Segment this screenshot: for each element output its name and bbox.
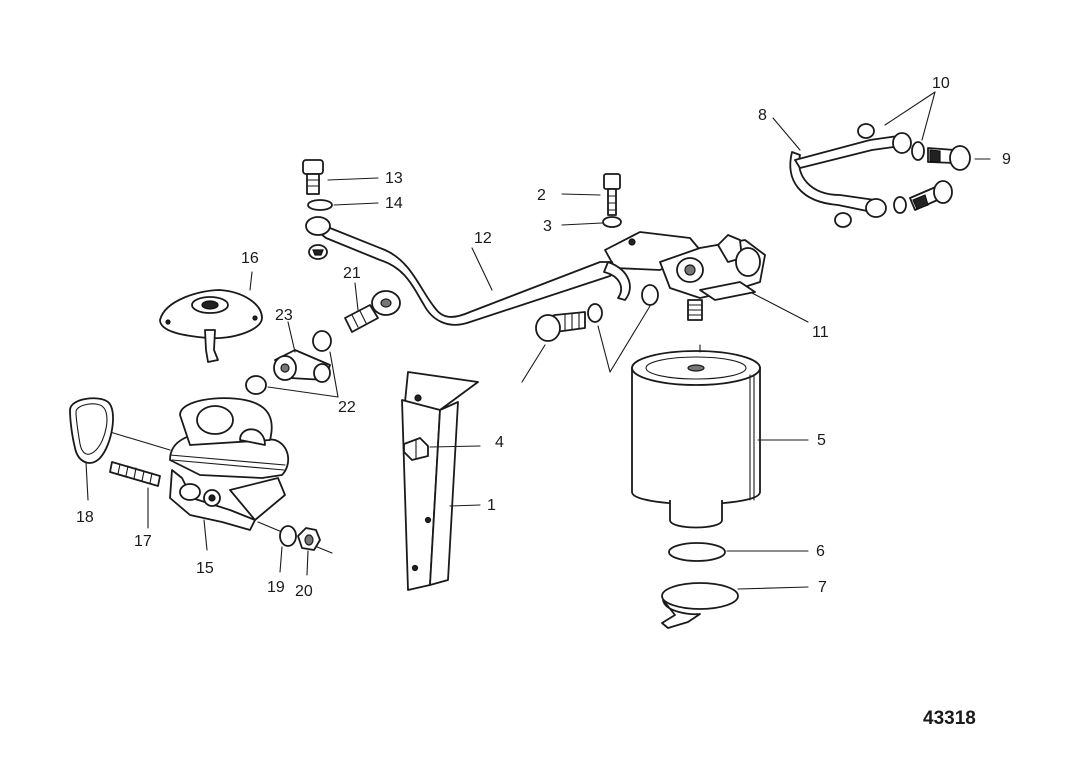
callout-8: 8 — [758, 107, 767, 124]
part-23-fitting — [273, 349, 331, 383]
part-6-o-ring — [668, 542, 726, 562]
callout-18: 18 — [76, 509, 94, 526]
part-20-nut — [297, 527, 321, 551]
callout-12: 12 — [474, 230, 492, 247]
callout-17: 17 — [134, 533, 152, 550]
part-21-banjo-union — [344, 290, 401, 333]
part-10-sealing-washers — [834, 123, 925, 228]
part-17-stud — [109, 461, 161, 487]
part-15-lift-pump — [169, 397, 290, 531]
callout-7: 7 — [818, 579, 827, 596]
callout-4: 4 — [495, 434, 504, 451]
part-3-washer — [602, 216, 622, 228]
part-12-fuel-pipe — [305, 216, 631, 326]
banjo-bolt-assembly — [535, 284, 659, 342]
part-14-washer — [307, 199, 333, 211]
part-2-bolt — [603, 173, 621, 216]
callout-5: 5 — [817, 432, 826, 449]
callout-13: 13 — [385, 170, 403, 187]
callout-22: 22 — [338, 399, 356, 416]
part-16-pump-cover — [159, 289, 263, 363]
part-4-nut — [403, 437, 429, 461]
callout-6: 6 — [816, 543, 825, 560]
part-9-banjo-bolts — [909, 145, 971, 211]
part-13-bolt — [302, 159, 324, 195]
callout-3: 3 — [543, 218, 552, 235]
callout-23: 23 — [275, 307, 293, 324]
part-7-clamp-ring — [661, 582, 739, 629]
callout-21: 21 — [343, 265, 361, 282]
part-22-washers — [245, 330, 332, 395]
part-19-washer — [279, 525, 297, 547]
callout-19: 19 — [267, 579, 285, 596]
figure-number: 43318 — [923, 708, 976, 729]
part-5-fuel-filter-element — [631, 344, 761, 529]
callout-16: 16 — [241, 250, 259, 267]
callout-20: 20 — [295, 583, 313, 600]
callout-15: 15 — [196, 560, 214, 577]
part-8-fuel-line — [789, 132, 912, 218]
callout-1: 1 — [487, 497, 496, 514]
part-11-filter-head — [604, 231, 766, 321]
part-1-bracket — [401, 371, 479, 591]
callout-10: 10 — [932, 75, 950, 92]
callout-14: 14 — [385, 195, 403, 212]
callout-2: 2 — [537, 187, 546, 204]
callout-9: 9 — [1002, 151, 1011, 168]
callout-11: 11 — [812, 324, 829, 341]
